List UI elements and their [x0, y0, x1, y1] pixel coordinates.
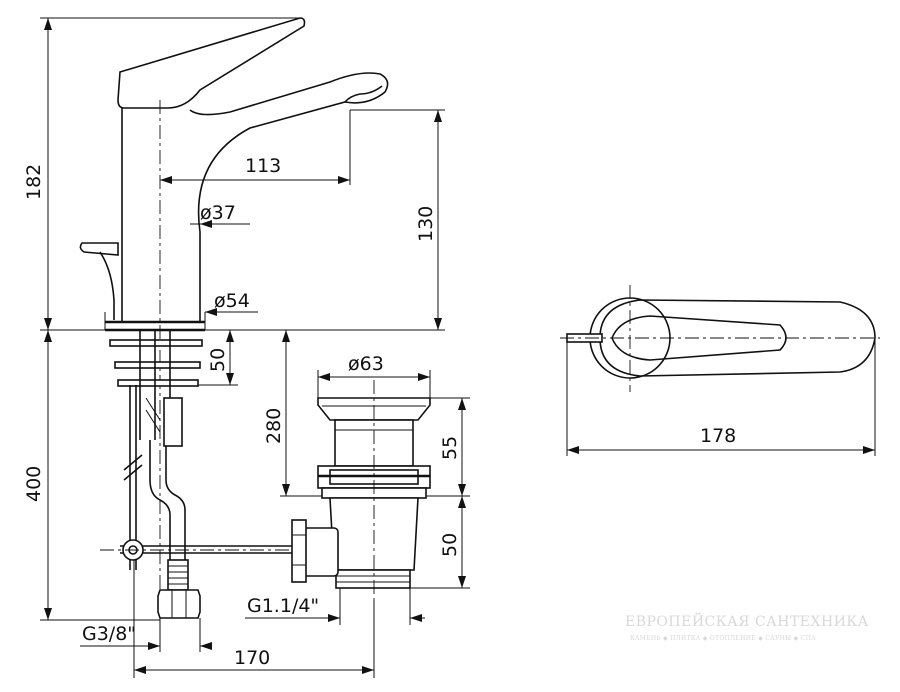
break-mark-left [123, 454, 143, 481]
watermark: ЕВРОПЕЙСКАЯ САНТЕХНИКА КАМЕНЬ ◆ ПЛИТКА ◆… [625, 611, 869, 642]
waste-assembly [291, 380, 431, 600]
label-170: 170 [234, 647, 270, 669]
hose-fitting [167, 559, 189, 591]
label-130: 130 [415, 206, 437, 242]
dimension-arrows [44, 18, 875, 674]
label-diameter-63: ø63 [348, 353, 384, 375]
label-g-1-1-4: G1.1/4" [247, 595, 319, 617]
faucet-side-view [79, 17, 389, 640]
label-178: 178 [700, 425, 736, 447]
label-182: 182 [23, 164, 45, 200]
washer-2 [114, 361, 201, 369]
dimension-labels: 182 113 ø37 130 ø54 50 ø63 280 55 50 400… [23, 155, 736, 669]
washer-1 [109, 339, 203, 347]
flex-hose-a [149, 440, 171, 560]
watermark-title: ЕВРОПЕЙСКАЯ САНТЕХНИКА [625, 611, 869, 630]
popup-rod-top [99, 251, 115, 320]
lever-handle [117, 17, 306, 109]
label-280: 280 [263, 408, 285, 444]
supply-nut [157, 589, 201, 619]
faucet-top-view [560, 285, 880, 392]
flex-hose-b [165, 446, 186, 560]
label-55: 55 [439, 436, 461, 460]
watermark-subtitle: КАМЕНЬ ◆ ПЛИТКА ◆ ОТОПЛЕНИЕ ◆ САУНЫ ◆ СП… [630, 635, 816, 642]
label-diameter-54: ø54 [214, 290, 250, 312]
label-113: 113 [245, 155, 281, 177]
dimension-lines [40, 17, 876, 678]
label-50-waste: 50 [439, 533, 461, 557]
supply-connector [163, 397, 183, 447]
waste-outlet [335, 569, 411, 589]
label-400: 400 [23, 466, 45, 502]
rod-nut [291, 519, 307, 583]
spout-outlet [344, 85, 383, 103]
label-diameter-37: ø37 [200, 202, 236, 224]
label-g-3-8: G3/8" [82, 623, 136, 645]
top-lever [599, 299, 876, 377]
faucet-body [121, 72, 389, 323]
popup-knob [79, 242, 119, 256]
label-50-deck: 50 [207, 348, 229, 372]
washer-3 [117, 379, 199, 387]
